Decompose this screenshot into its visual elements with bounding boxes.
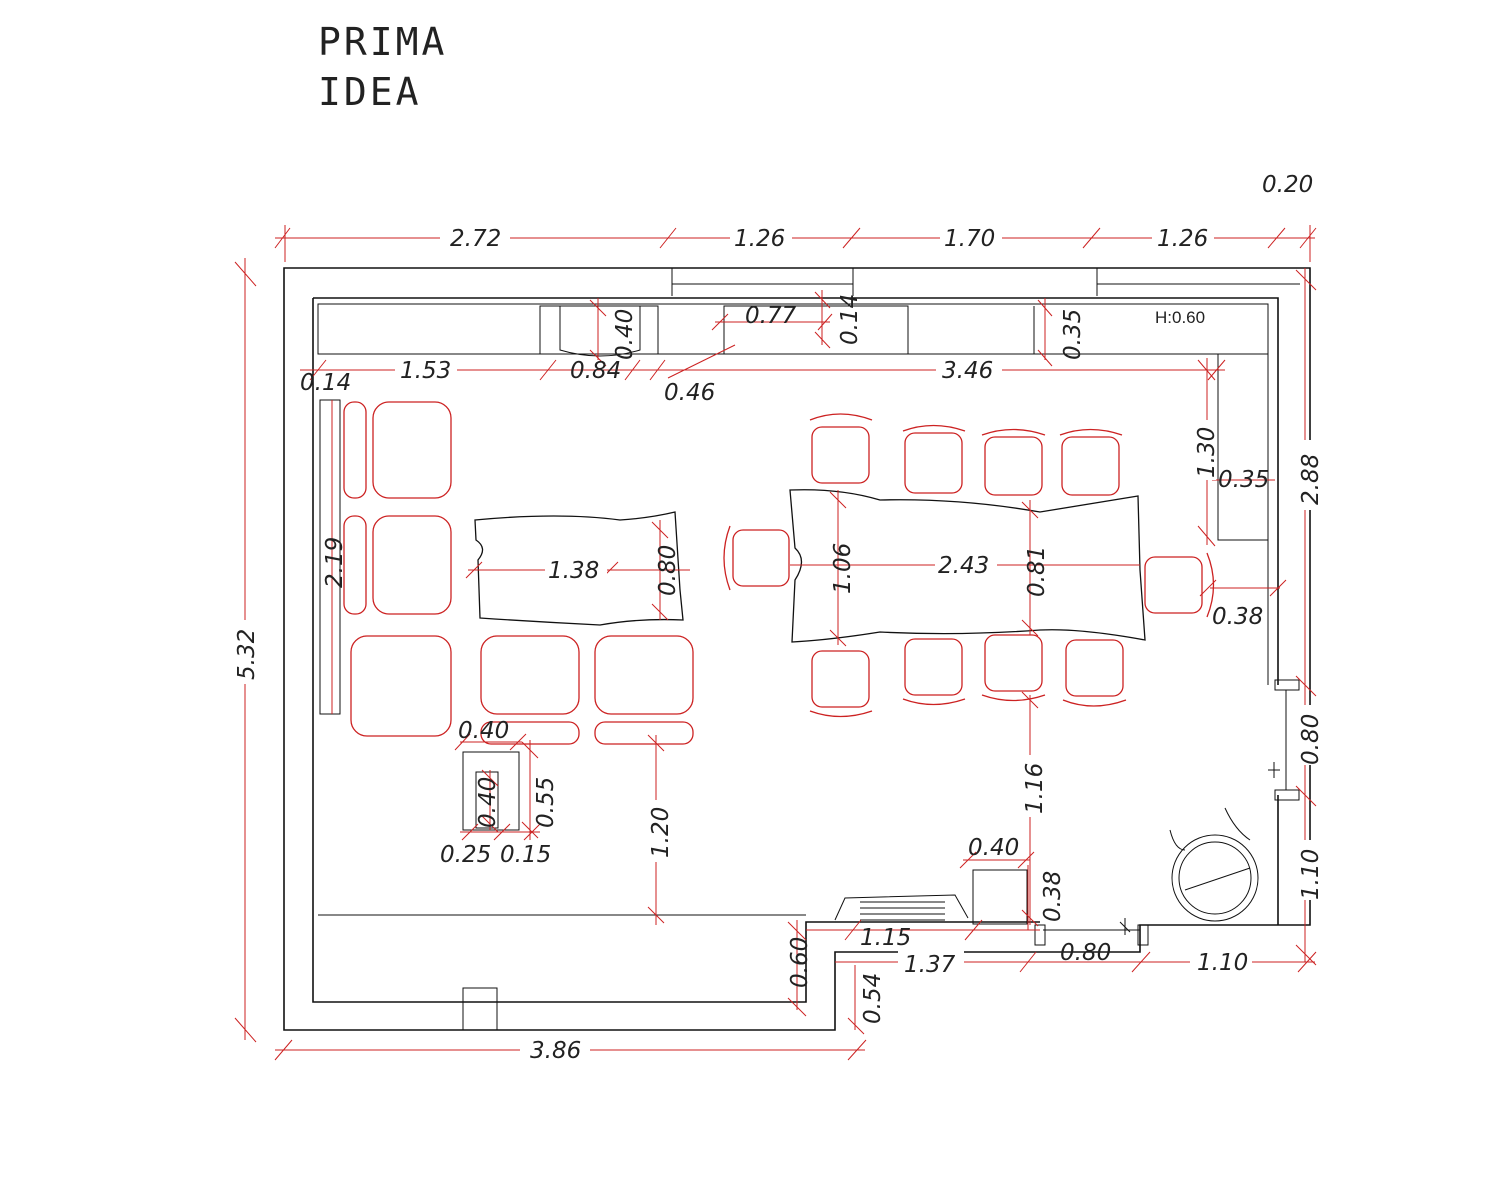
dim-coffee-table-width: 0.80 — [655, 545, 681, 596]
dim-sofa-gap: 1.20 — [648, 807, 674, 858]
dim-sink-width: 0.40 — [612, 309, 638, 360]
dim-top-3: 1.70 — [944, 226, 995, 252]
dimension-labels: 0.20 2.72 1.26 1.70 1.26 5.32 2.88 0.80 … — [232, 172, 1324, 1064]
dim-cabinet-depth: 0.38 — [1040, 871, 1066, 922]
dim-sofa-length: 2.19 — [322, 537, 348, 588]
dining-area — [723, 413, 1215, 718]
coffee-table — [474, 511, 684, 626]
small-cabinet — [972, 869, 1028, 925]
kitchen-counter — [317, 303, 1269, 685]
dim-top-2: 1.26 — [734, 226, 785, 252]
dim-coffee-table-length: 1.38 — [548, 558, 599, 584]
dim-dining-length: 2.43 — [938, 553, 989, 579]
radiator — [834, 894, 969, 921]
wall-shelf — [319, 399, 341, 715]
dim-right-upper: 2.88 — [1298, 454, 1324, 505]
dim-top-4: 1.26 — [1157, 226, 1208, 252]
dim-side-counter-depth: 0.35 — [1218, 467, 1269, 493]
dim-hob-width: 0.77 — [745, 303, 797, 329]
dim-bottom-wall-2: 1.37 — [904, 952, 956, 978]
dim-cabinet-width: 0.40 — [968, 835, 1019, 861]
sofa — [343, 401, 694, 745]
dim-dining-gap-top: 0.81 — [1024, 546, 1050, 597]
dining-table — [789, 489, 1146, 643]
dim-top-offset: 0.20 — [1262, 172, 1313, 198]
dim-right-lower: 1.10 — [1298, 849, 1324, 900]
fixtures — [834, 679, 1300, 946]
dim-bottom-right: 1.10 — [1197, 950, 1248, 976]
dim-bottom-wall-1: 1.15 — [860, 925, 911, 951]
dim-dining-gap-bottom: 1.16 — [1022, 763, 1048, 814]
dim-dining-width: 1.06 — [830, 543, 856, 594]
round-table — [1171, 834, 1259, 922]
dim-left-height: 5.32 — [234, 629, 260, 680]
dim-kitchen-4: 3.46 — [942, 358, 993, 384]
dim-right-door: 0.80 — [1298, 714, 1324, 765]
dim-ottoman-depth: 0.55 — [533, 777, 559, 828]
drawing-title-line1: PRIMA — [318, 20, 448, 64]
dimension-lines — [234, 225, 1317, 1061]
living-area — [319, 399, 694, 831]
counter-height-label: H:0.60 — [1155, 308, 1205, 327]
dim-dining-gap-right: 0.38 — [1212, 604, 1263, 630]
dim-ottoman-inner: 0.40 — [475, 777, 501, 828]
dim-counter-depth: 0.35 — [1060, 309, 1086, 360]
dim-step-lower: 0.54 — [860, 973, 886, 1024]
dim-kitchen-1: 1.53 — [400, 358, 451, 384]
dim-top-1: 2.72 — [450, 226, 501, 252]
dim-kitchen-3: 0.46 — [664, 380, 715, 406]
dining-chairs — [723, 413, 1215, 718]
dim-step-height: 0.60 — [787, 937, 813, 988]
dim-hob-depth: 0.14 — [837, 294, 863, 345]
dim-bottom-left: 3.86 — [530, 1038, 581, 1064]
dim-kitchen-2: 0.84 — [570, 358, 621, 384]
dim-kitchen-0: 0.14 — [300, 370, 351, 396]
dim-side-counter-length: 1.30 — [1194, 427, 1220, 478]
dim-door-bottom: 0.80 — [1060, 940, 1111, 966]
ottoman — [462, 751, 520, 831]
drawing-title-line2: IDEA — [318, 70, 422, 114]
dim-ottoman-width: 0.40 — [458, 718, 509, 744]
dim-ottoman-15: 0.15 — [500, 842, 551, 868]
dim-ottoman-25: 0.25 — [440, 842, 491, 868]
